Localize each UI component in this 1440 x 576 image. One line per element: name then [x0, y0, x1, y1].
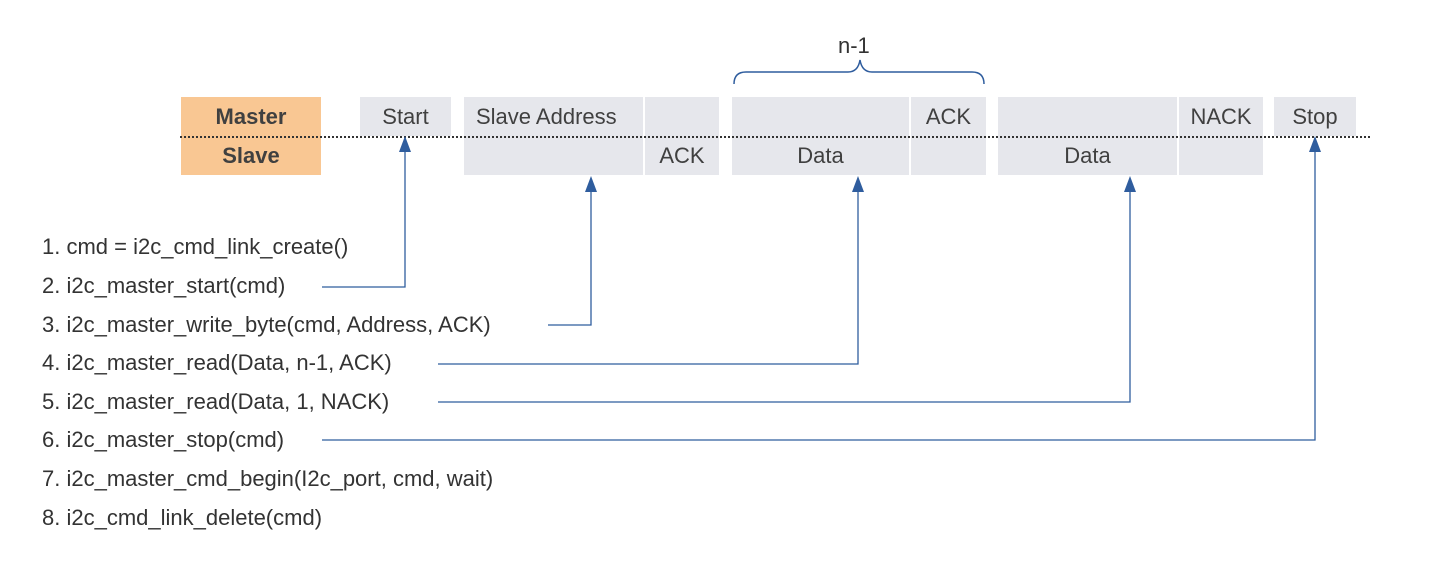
stop-cell: Stop	[1274, 97, 1356, 136]
step-5: 5. i2c_master_read(Data, 1, NACK)	[42, 389, 390, 414]
write-byte-connector	[548, 186, 592, 326]
repeat-brace	[733, 59, 985, 85]
master-label: Master	[181, 97, 321, 136]
step-1: 1. cmd = i2c_cmd_link_create()	[42, 234, 349, 259]
data-block-master-cell	[732, 97, 909, 136]
bus-divider-line	[180, 136, 1370, 138]
address-ack-master-cell	[645, 97, 719, 136]
slave-address-cell: Slave Address	[464, 97, 643, 136]
step-2: 2. i2c_master_start(cmd)	[42, 273, 286, 298]
repeat-count-label: n-1	[838, 33, 870, 58]
slave-label: Slave	[181, 136, 321, 175]
address-slave-cell	[464, 136, 643, 175]
step-3: 3. i2c_master_write_byte(cmd, Address, A…	[42, 312, 491, 337]
stop-connector	[322, 146, 1316, 441]
write-byte-arrowhead	[585, 176, 597, 192]
nack-cell: NACK	[1179, 97, 1263, 136]
step-4: 4. i2c_master_read(Data, n-1, ACK)	[42, 350, 392, 375]
read-n1-connector	[438, 186, 859, 365]
data-cell: Data	[732, 136, 909, 175]
last-data-master-cell	[998, 97, 1177, 136]
address-ack-cell: ACK	[645, 136, 719, 175]
ack-cell: ACK	[911, 97, 986, 136]
start-cell: Start	[360, 97, 451, 136]
data-ack-slave-cell	[911, 136, 986, 175]
nack-slave-cell	[1179, 136, 1263, 175]
read-last-connector	[438, 186, 1131, 403]
last-data-cell: Data	[998, 136, 1177, 175]
stop-arrowhead	[1309, 136, 1321, 152]
start-connector	[322, 146, 406, 288]
read-n1-arrowhead	[852, 176, 864, 192]
step-6: 6. i2c_master_stop(cmd)	[42, 427, 285, 452]
start-arrowhead	[399, 136, 411, 152]
read-last-arrowhead	[1124, 176, 1136, 192]
step-8: 8. i2c_cmd_link_delete(cmd)	[42, 505, 323, 530]
step-7: 7. i2c_master_cmd_begin(I2c_port, cmd, w…	[42, 466, 494, 491]
